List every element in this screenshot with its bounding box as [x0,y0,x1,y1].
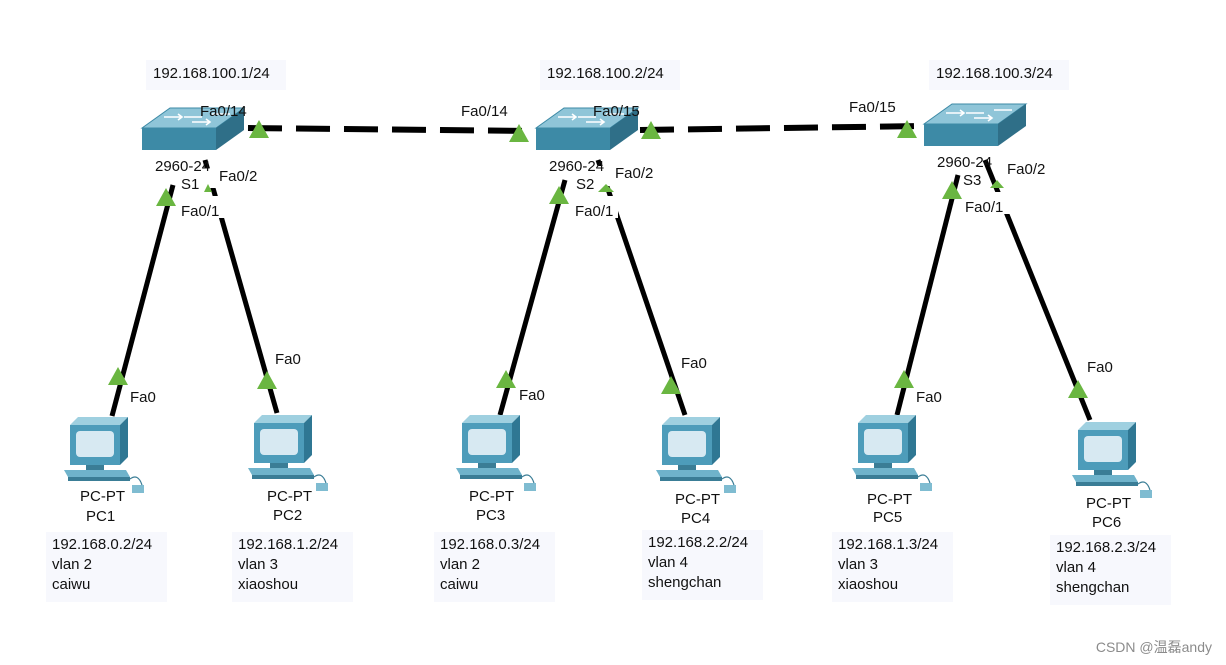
port-up-icon [598,184,614,192]
pc1-name-label: PC1 [86,508,116,525]
switch-s3-icon[interactable] [923,103,1027,147]
pc4-type-label: PC-PT [675,491,720,508]
port-up-icon [942,181,962,199]
s3-mgmt-ip-note: 192.168.100.3/24 [929,60,1069,90]
pc2-icon[interactable] [247,414,329,492]
pc2-type-label: PC-PT [267,488,312,505]
trunk-link-s2-s3[interactable] [639,123,926,133]
port-up-icon [1068,380,1088,398]
s2-port-fa015: Fa0/15 [593,103,640,120]
pc1-ip: 192.168.0.2/24 [52,536,153,553]
port-up-icon [894,370,914,388]
port-up-icon [257,371,277,389]
s2-model-label: 2960-24 [549,158,605,175]
pc3-dept: caiwu [440,576,479,593]
watermark-text: CSDN @温磊andy [1095,639,1212,655]
s1-mgmt-ip: 192.168.100.1/24 [153,65,270,82]
access-link-s2-pc3[interactable] [497,179,568,416]
s3-port-fa01: Fa0/1 [965,199,1004,216]
s2-mgmt-ip-note: 192.168.100.2/24 [540,60,680,90]
pc4-icon[interactable] [655,416,737,494]
pc5-type-label: PC-PT [867,491,912,508]
s3-name-label: S3 [963,172,982,189]
pc5-ip: 192.168.1.3/24 [838,536,939,553]
pc4-port-label: Fa0 [681,355,707,372]
s2-mgmt-ip: 192.168.100.2/24 [547,65,664,82]
pc6-icon[interactable] [1071,421,1153,499]
pc6-dept: shengchan [1056,579,1130,596]
pc5-name-label: PC5 [873,509,903,526]
pc3-type-label: PC-PT [469,488,514,505]
pc3-vlan: vlan 2 [440,556,481,573]
trunk-link-s1-s2[interactable] [247,125,536,134]
pc4-ip: 192.168.2.2/24 [648,534,749,551]
s1-mgmt-ip-note: 192.168.100.1/24 [146,60,286,90]
s3-port-fa02: Fa0/2 [1007,161,1046,178]
pc3-ip: 192.168.0.3/24 [440,536,541,553]
pc6-info-note: 192.168.2.3/24 vlan 4 shengchan [1050,535,1171,605]
pc6-vlan: vlan 4 [1056,559,1097,576]
s3-mgmt-ip: 192.168.100.3/24 [936,65,1053,82]
pc5-vlan: vlan 3 [838,556,879,573]
s2-port-fa014: Fa0/14 [461,103,508,120]
pc4-dept: shengchan [648,574,722,591]
port-up-icon [549,186,569,204]
pc1-dept: caiwu [52,576,91,593]
pc4-info-note: 192.168.2.2/24 vlan 4 shengchan [642,530,763,600]
port-up-icon [990,180,1004,188]
pc2-vlan: vlan 3 [238,556,279,573]
port-up-icon [661,376,681,394]
pc1-vlan: vlan 2 [52,556,93,573]
pc2-ip: 192.168.1.2/24 [238,536,339,553]
pc3-port-label: Fa0 [519,387,545,404]
pc6-ip: 192.168.2.3/24 [1056,539,1157,556]
s1-port-fa014: Fa0/14 [200,103,247,120]
pc2-port-label: Fa0 [275,351,301,368]
s3-port-fa015: Fa0/15 [849,99,896,116]
s3-model-label: 2960-24 [937,154,993,171]
pc3-icon[interactable] [455,414,537,492]
s1-name-label: S1 [181,176,200,193]
pc6-port-label: Fa0 [1087,359,1113,376]
port-up-icon [204,184,212,192]
s2-port-fa02: Fa0/2 [615,165,654,182]
pc5-info-note: 192.168.1.3/24 vlan 3 xiaoshou [832,532,953,602]
pc5-icon[interactable] [851,414,933,492]
pc6-name-label: PC6 [1092,514,1122,531]
pc3-info-note: 192.168.0.3/24 vlan 2 caiwu [434,532,555,602]
pc1-icon[interactable] [63,416,145,494]
pc1-info-note: 192.168.0.2/24 vlan 2 caiwu [46,532,167,602]
s2-port-fa01: Fa0/1 [575,203,614,220]
pc5-port-label: Fa0 [916,389,942,406]
pc2-info-note: 192.168.1.2/24 vlan 3 xiaoshou [232,532,353,602]
s1-port-fa01: Fa0/1 [181,203,220,220]
pc2-dept: xiaoshou [238,576,299,593]
pc1-type-label: PC-PT [80,488,125,505]
pc4-vlan: vlan 4 [648,554,689,571]
s1-model-label: 2960-24 [155,158,211,175]
pc6-type-label: PC-PT [1086,495,1131,512]
pc1-port-label: Fa0 [130,389,156,406]
pc5-dept: xiaoshou [838,576,899,593]
pc3-name-label: PC3 [476,507,506,524]
access-link-s3-pc5[interactable] [894,174,961,416]
s1-port-fa02: Fa0/2 [219,168,258,185]
pc4-name-label: PC4 [681,510,711,527]
s2-name-label: S2 [576,176,595,193]
pc2-name-label: PC2 [273,507,303,524]
